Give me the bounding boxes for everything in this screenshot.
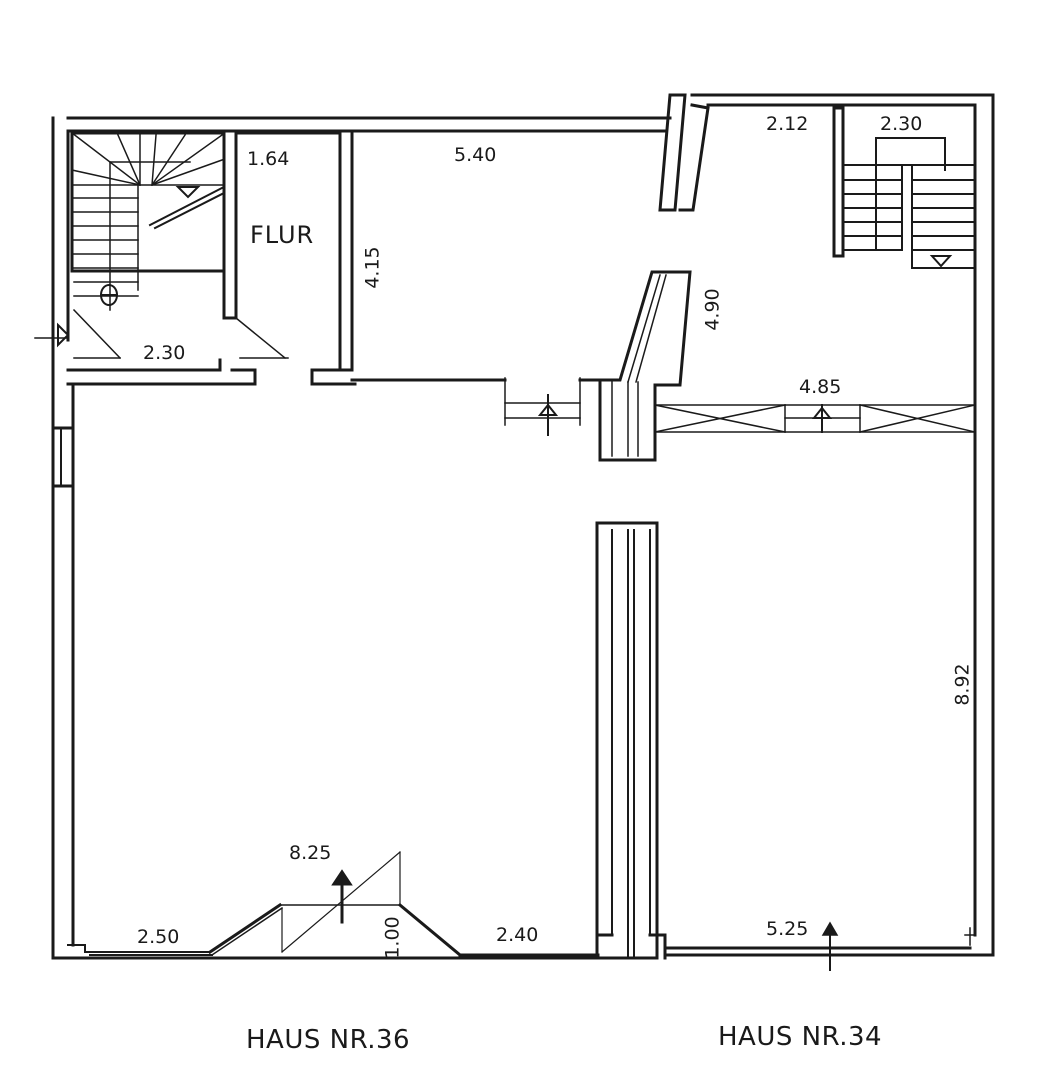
dim-front-left: 2.50 (137, 926, 180, 948)
outer-walls-left (51, 116, 672, 960)
house-label-34: HAUS NR.34 (718, 1022, 883, 1052)
outer-walls-right (663, 93, 995, 957)
dim-front-right: 2.40 (496, 924, 539, 946)
beam-opening (654, 404, 976, 433)
stair-right (832, 106, 976, 269)
dim-right-front: 5.25 (766, 918, 809, 940)
stair-symbol-icon (100, 284, 118, 306)
dim-left-total-width: 8.25 (289, 842, 332, 864)
dim-stair-right-width: 2.30 (880, 113, 923, 135)
entry-arrow-icon (331, 869, 839, 971)
dim-stair-left-width: 2.30 (143, 342, 186, 364)
bay-window (67, 851, 600, 958)
dim-right-top-width: 2.12 (766, 113, 809, 135)
dim-room-top-width: 5.40 (454, 144, 497, 166)
dim-room-top-depth: 4.15 (361, 246, 384, 289)
dim-right-depth: 8.92 (951, 663, 974, 706)
interior-walls-left (66, 131, 602, 426)
house-label-36: HAUS NR.36 (246, 1025, 411, 1055)
stair-left (70, 131, 226, 311)
dim-bay-depth: 1.00 (381, 916, 404, 959)
room-label-flur: FLUR (250, 221, 315, 249)
dim-flur-width: 1.64 (247, 148, 290, 170)
chimney-walls (595, 93, 710, 960)
dim-corridor-depth: 4.90 (701, 288, 724, 331)
dim-right-opening: 4.85 (799, 376, 842, 398)
